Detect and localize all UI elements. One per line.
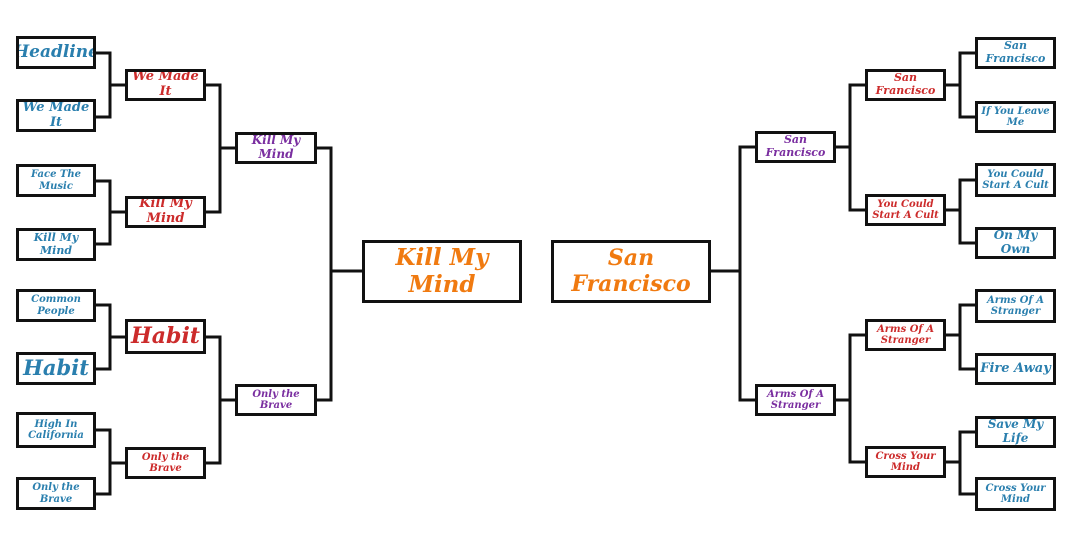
left-r2-slot-2: Kill My Mind — [125, 196, 206, 228]
right-r3-slot-2: Arms Of A Stranger — [755, 384, 836, 416]
connector — [94, 303, 127, 371]
connector — [944, 303, 977, 371]
left-r1-slot-6: Habit — [16, 352, 96, 385]
left-r1-slot-1: Headline — [16, 36, 96, 69]
left-r1-slot-4: Kill My Mind — [16, 228, 96, 261]
connector — [944, 178, 977, 245]
left-r1-slot-3: Face The Music — [16, 164, 96, 197]
right-r1-slot-5: Arms Of A Stranger — [975, 289, 1056, 323]
connector — [94, 51, 127, 119]
right-r1-slot-4: On My Own — [975, 227, 1056, 259]
right-r1-slot-1: San Francisco — [975, 37, 1056, 69]
left-r1-slot-7: High In California — [16, 412, 96, 448]
right-r2-slot-1: San Francisco — [865, 69, 946, 101]
connector — [834, 83, 867, 212]
left-r3-slot-1: Kill My Mind — [235, 132, 317, 164]
left-finalist: Kill My Mind — [362, 240, 522, 303]
connector — [944, 51, 977, 119]
left-r3-slot-2: Only the Brave — [235, 384, 317, 416]
right-r2-slot-2: You Could Start A Cult — [865, 194, 946, 226]
right-r2-slot-4: Cross Your Mind — [865, 446, 946, 478]
right-r1-slot-2: If You Leave Me — [975, 101, 1056, 133]
connector — [204, 335, 237, 465]
right-finalist: San Francisco — [551, 240, 711, 303]
left-r2-slot-4: Only the Brave — [125, 447, 206, 479]
connector — [94, 428, 127, 496]
right-r2-slot-3: Arms Of A Stranger — [865, 319, 946, 351]
left-r2-slot-1: We Made It — [125, 69, 206, 101]
right-r1-slot-6: Fire Away — [975, 353, 1056, 385]
left-r2-slot-3: Habit — [125, 319, 206, 354]
left-r1-slot-2: We Made It — [16, 99, 96, 132]
connector — [315, 146, 364, 402]
left-r1-slot-8: Only the Brave — [16, 477, 96, 510]
right-r3-slot-1: San Francisco — [755, 131, 836, 163]
left-r1-slot-5: Common People — [16, 289, 96, 322]
right-r1-slot-8: Cross Your Mind — [975, 477, 1056, 511]
connector — [944, 430, 977, 496]
connector — [94, 179, 127, 246]
connector — [204, 83, 237, 214]
right-r1-slot-3: You Could Start A Cult — [975, 163, 1056, 197]
right-r1-slot-7: Save My Life — [975, 416, 1056, 448]
connector — [709, 145, 757, 402]
connector — [834, 333, 867, 464]
